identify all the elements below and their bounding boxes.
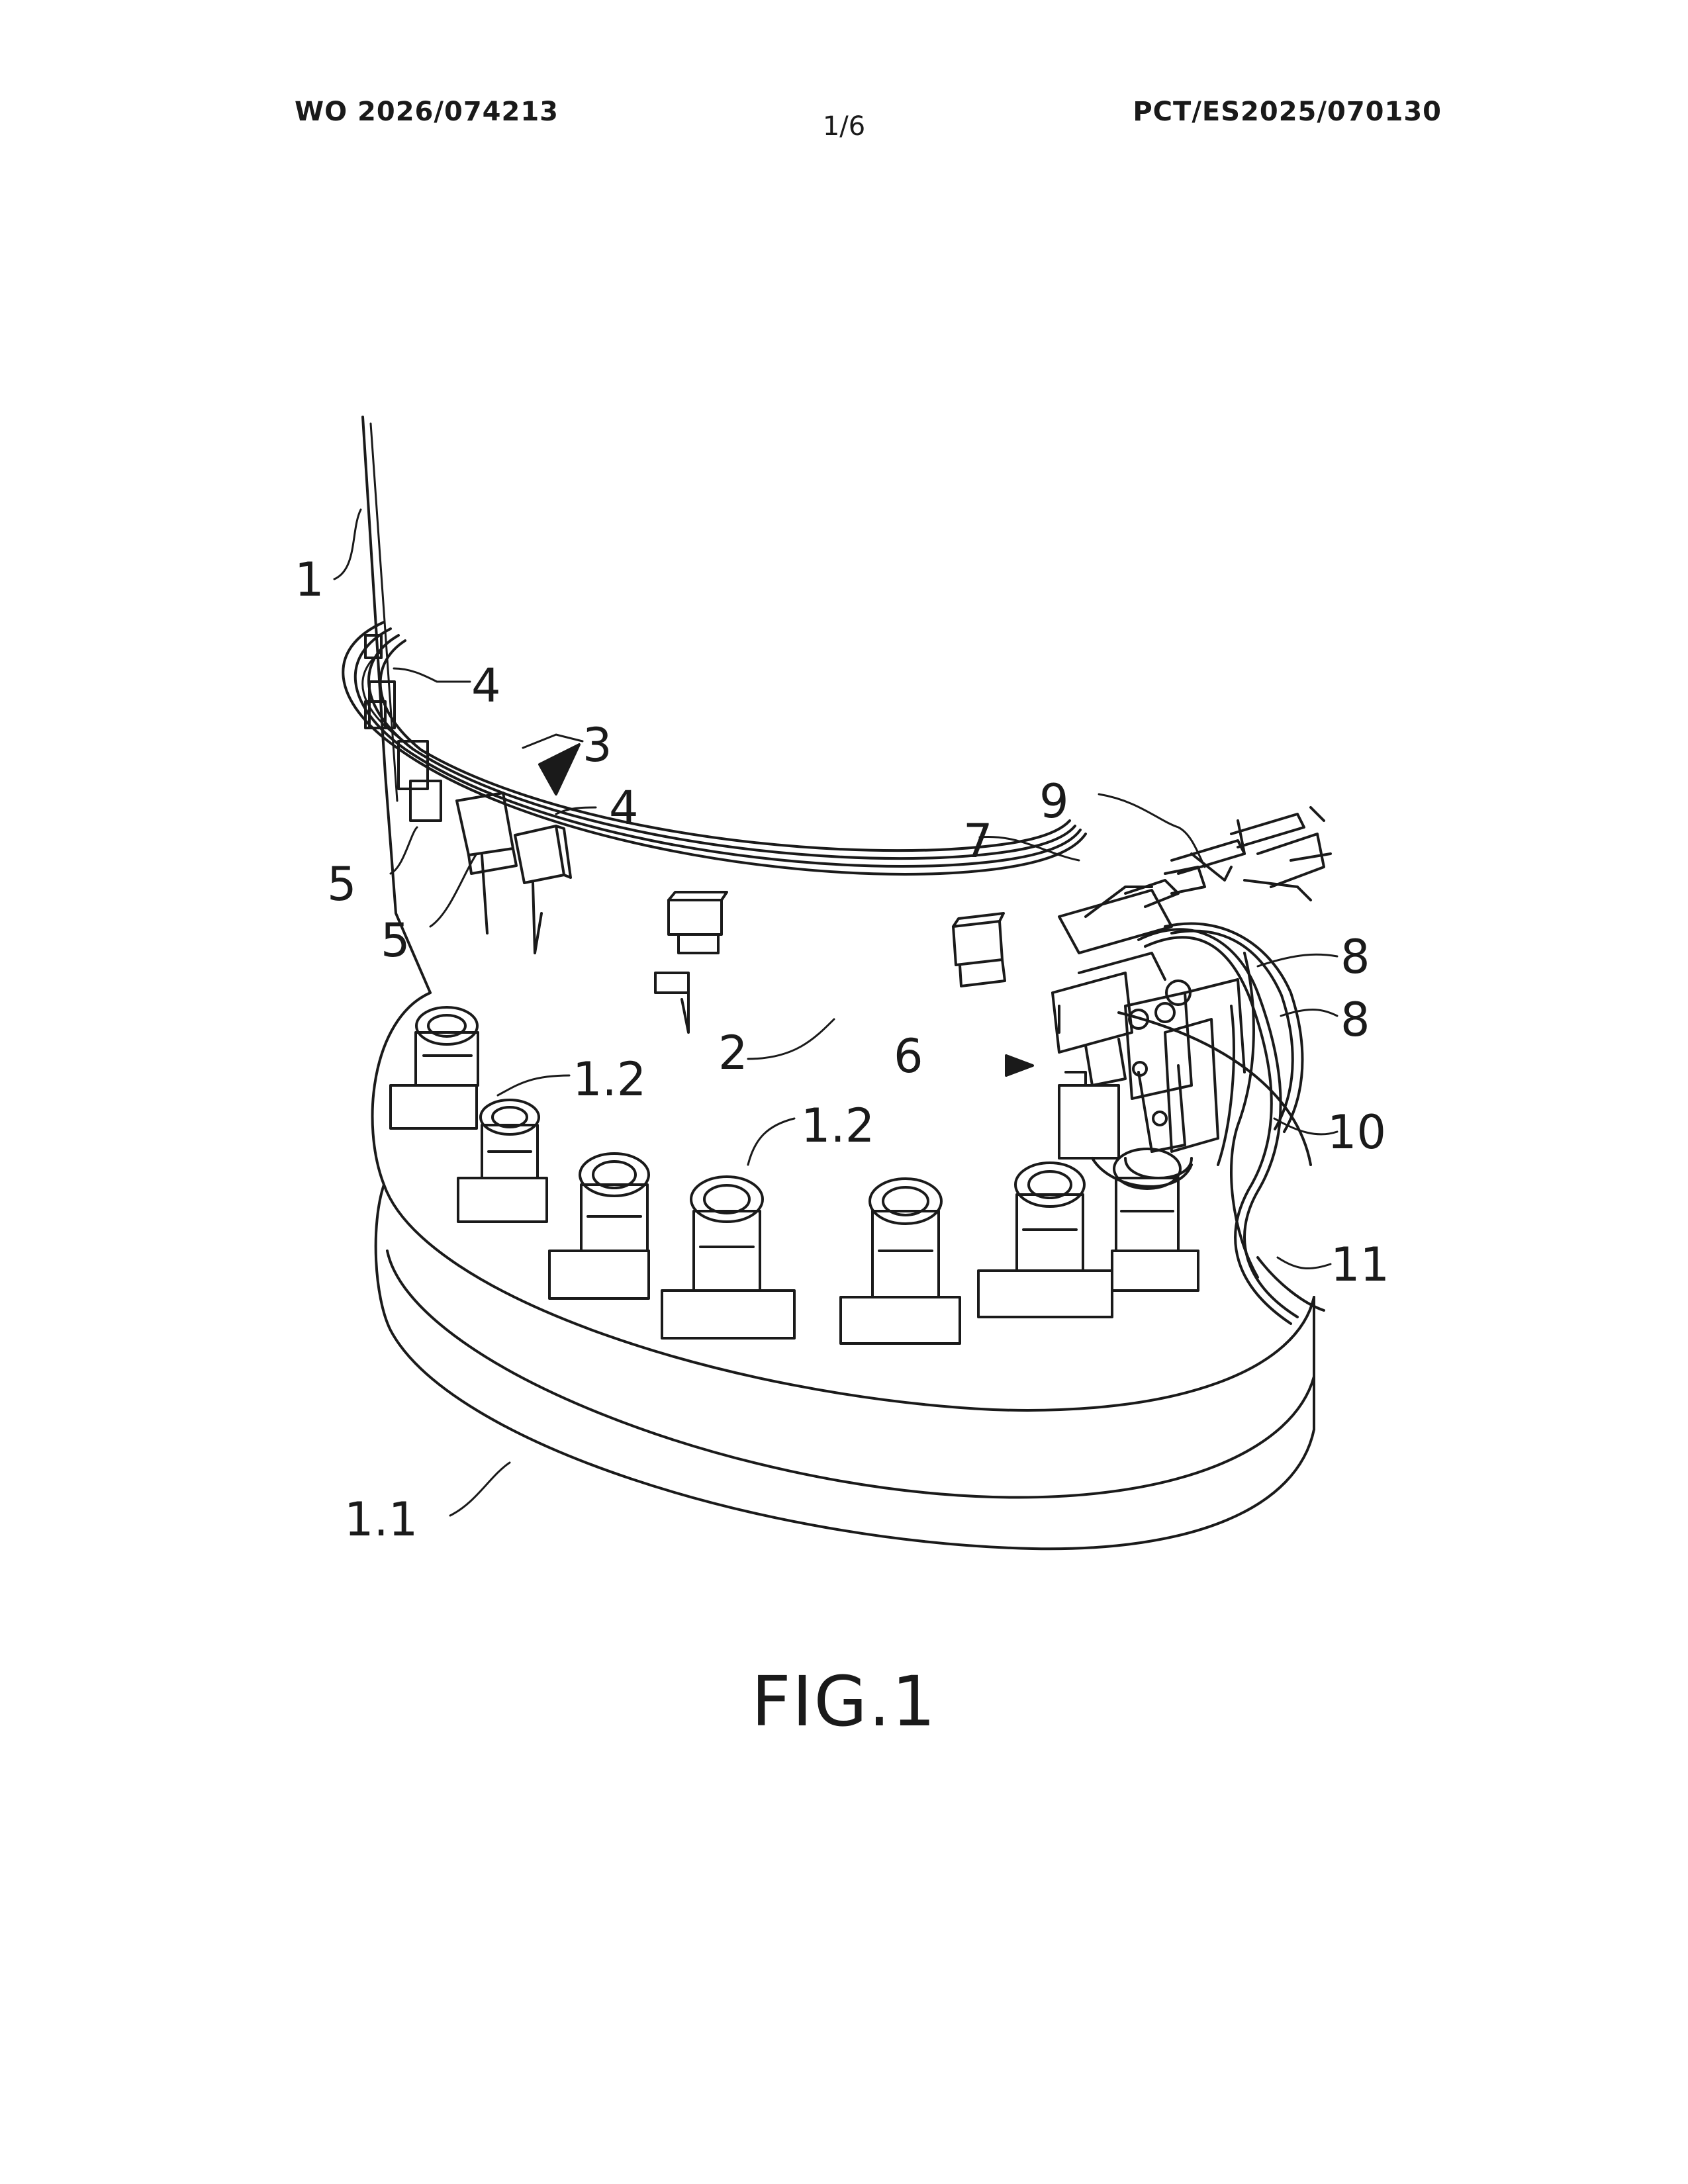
flange-bolts: [391, 1007, 1198, 1343]
tower-shell: [363, 417, 430, 993]
label-7: 7: [963, 814, 993, 868]
figure-caption: FIG.1: [0, 1661, 1688, 1742]
label-9: 9: [1039, 774, 1069, 829]
label-2: 2: [718, 1026, 748, 1080]
label-3: 3: [583, 718, 612, 772]
label-5-left: 5: [327, 857, 357, 911]
torch-assembly: [1086, 807, 1331, 917]
label-11: 11: [1331, 1238, 1389, 1292]
label-10: 10: [1327, 1105, 1386, 1160]
label-4-right: 4: [609, 781, 639, 835]
label-1-2-center: 1.2: [801, 1099, 874, 1153]
label-5-lower: 5: [381, 913, 410, 968]
label-8-lower: 8: [1340, 993, 1370, 1047]
label-1-1: 1.1: [344, 1492, 418, 1547]
label-4-top: 4: [471, 659, 501, 713]
base-flange: [373, 993, 1314, 1549]
label-8-upper: 8: [1340, 930, 1370, 984]
label-1-2-left: 1.2: [573, 1052, 646, 1107]
label-1: 1: [295, 553, 324, 607]
label-6: 6: [894, 1029, 923, 1083]
